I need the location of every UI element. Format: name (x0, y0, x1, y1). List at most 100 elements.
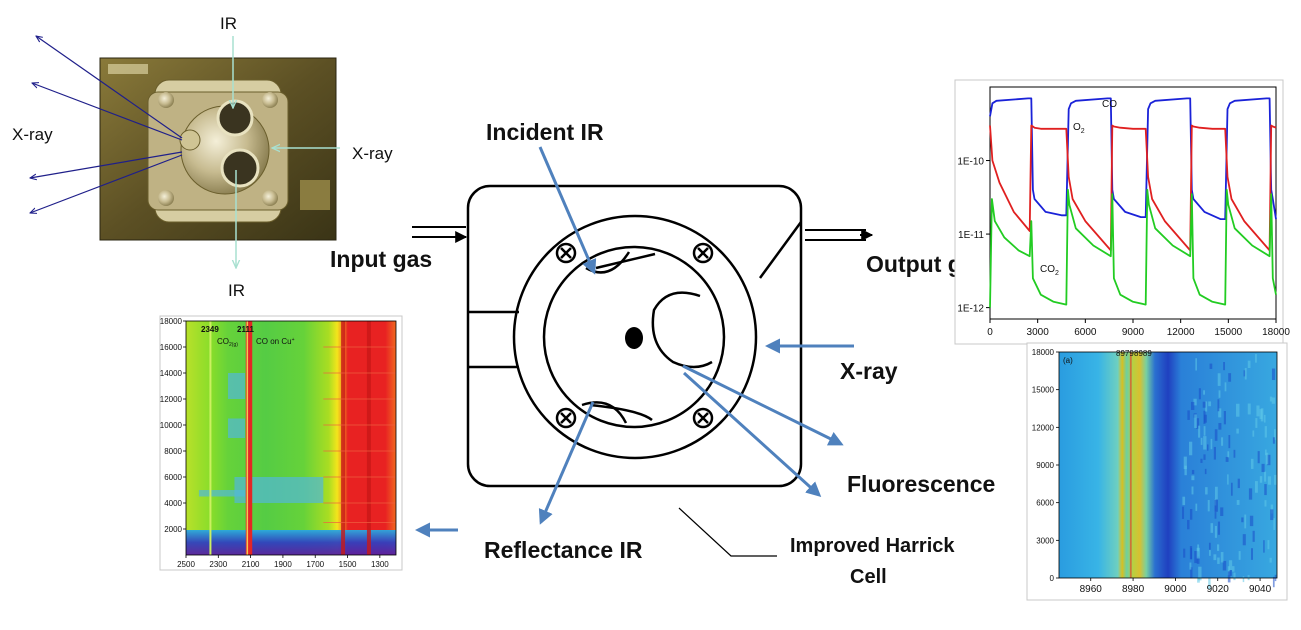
xas-speckle (1203, 426, 1206, 436)
xas-speckle (1203, 390, 1205, 395)
xas-speckle (1191, 469, 1195, 475)
xas-speckle (1189, 509, 1193, 520)
xas-speckle (1191, 486, 1194, 495)
xas-speckle (1198, 425, 1201, 438)
xas-speckle (1205, 487, 1208, 495)
xas-speckle (1218, 408, 1222, 418)
xas-speckle (1190, 401, 1195, 410)
xas-speckle (1227, 474, 1229, 485)
xas-speckle (1194, 414, 1197, 429)
y-tick-label: 1E-12 (957, 304, 984, 315)
xas-speckle (1273, 518, 1275, 531)
xas-speckle (1255, 353, 1257, 363)
photo-ir-rays (233, 36, 340, 268)
xas-speckle (1236, 428, 1239, 434)
y-tick-label: 12000 (1032, 423, 1055, 432)
harrick-label-line2: Cell (850, 566, 887, 588)
ir-map-field (186, 321, 396, 555)
ir-response-patch (228, 373, 245, 399)
y-tick-label: 4000 (164, 499, 182, 508)
xas-speckle (1218, 422, 1222, 430)
xas-speckle (1203, 454, 1206, 460)
xas-speckle (1232, 566, 1235, 572)
xas-speckle (1265, 452, 1269, 465)
xas-speckle (1267, 540, 1270, 550)
xas-speckle (1228, 435, 1231, 449)
xas-speckle (1224, 382, 1227, 392)
xas-speckle (1184, 465, 1187, 476)
xas-speckle (1196, 556, 1200, 564)
xas-speckle (1206, 444, 1209, 451)
xas-speckle (1266, 454, 1271, 466)
xas-speckle (1250, 548, 1253, 560)
x-tick-label: 9000 (1122, 327, 1145, 338)
xas-speckle (1195, 503, 1198, 511)
xas-speckle (1207, 500, 1210, 512)
xas-speckle (1264, 484, 1267, 496)
xas-speckle (1220, 507, 1224, 516)
incident-ir-label: Incident IR (486, 119, 604, 145)
xas-speckle (1265, 449, 1267, 456)
ir-co-cu-band-edge (246, 321, 249, 555)
xas-speckle (1252, 430, 1255, 437)
y-tick-label: 6000 (164, 473, 182, 482)
xas-speckle (1190, 547, 1193, 560)
xas-speckle (1228, 560, 1233, 571)
xas-speckle (1274, 474, 1278, 485)
x-tick-label: 0 (987, 327, 993, 338)
photo-xray-left-label: X-ray (12, 125, 53, 144)
xas-speckle (1214, 499, 1218, 512)
xas-speckle (1204, 468, 1207, 475)
xas-speckle (1209, 550, 1211, 556)
y-tick-label: 1E-10 (957, 157, 984, 168)
y-tick-label: 3000 (1036, 536, 1054, 545)
harrick-pointer-line (678, 507, 777, 557)
xas-panel-label: (a) (1063, 356, 1073, 365)
x-tick-label: 12000 (1167, 327, 1195, 338)
xas-speckle (1273, 429, 1276, 440)
xas-speckle (1244, 367, 1247, 380)
xas-speckle (1227, 451, 1230, 458)
xas-speckle (1195, 358, 1197, 371)
x-tick-label: 6000 (1074, 327, 1097, 338)
xas-speckle (1189, 562, 1192, 570)
ir-map-bands (198, 321, 396, 555)
co-annotation: CO (1102, 99, 1117, 110)
xas-speckle (1271, 397, 1276, 404)
xas-speckle (1270, 504, 1274, 514)
x-tick-label: 3000 (1027, 327, 1050, 338)
x-tick-label: 1300 (371, 560, 389, 569)
photo-xray-right-label: X-ray (352, 144, 393, 163)
xas-speckle (1236, 403, 1240, 417)
xas-speckle (1270, 509, 1274, 521)
photo-ir-bottom-label: IR (228, 281, 245, 300)
y-tick-label: 15000 (1032, 386, 1055, 395)
xas-speckle (1191, 475, 1195, 481)
xas-speckle (1187, 519, 1190, 530)
xas-speckle (1259, 476, 1263, 483)
xas-speckle (1218, 390, 1221, 398)
xas-speckle (1182, 496, 1186, 506)
xas-speckle (1254, 481, 1258, 493)
ir-red-streak (341, 321, 346, 555)
x-tick-label: 2300 (209, 560, 227, 569)
xas-speckle (1257, 451, 1260, 464)
xas-edge-line (1129, 352, 1132, 578)
xas-speckle (1202, 401, 1206, 408)
x-tick-label: 1500 (339, 560, 357, 569)
xas-speckle (1217, 521, 1221, 535)
xas-speckle (1264, 500, 1267, 507)
xas-speckle (1214, 486, 1218, 500)
beam-arrows (415, 146, 854, 538)
xas-speckle (1244, 514, 1247, 529)
xas-speckle (1214, 429, 1218, 441)
y-tick-label: 10000 (160, 421, 183, 430)
xas-speckle (1237, 478, 1240, 489)
xas-speckle (1271, 368, 1276, 381)
series-co-line (989, 97, 1277, 221)
xas-speckle (1190, 567, 1193, 579)
xas-speckle (1208, 401, 1212, 407)
